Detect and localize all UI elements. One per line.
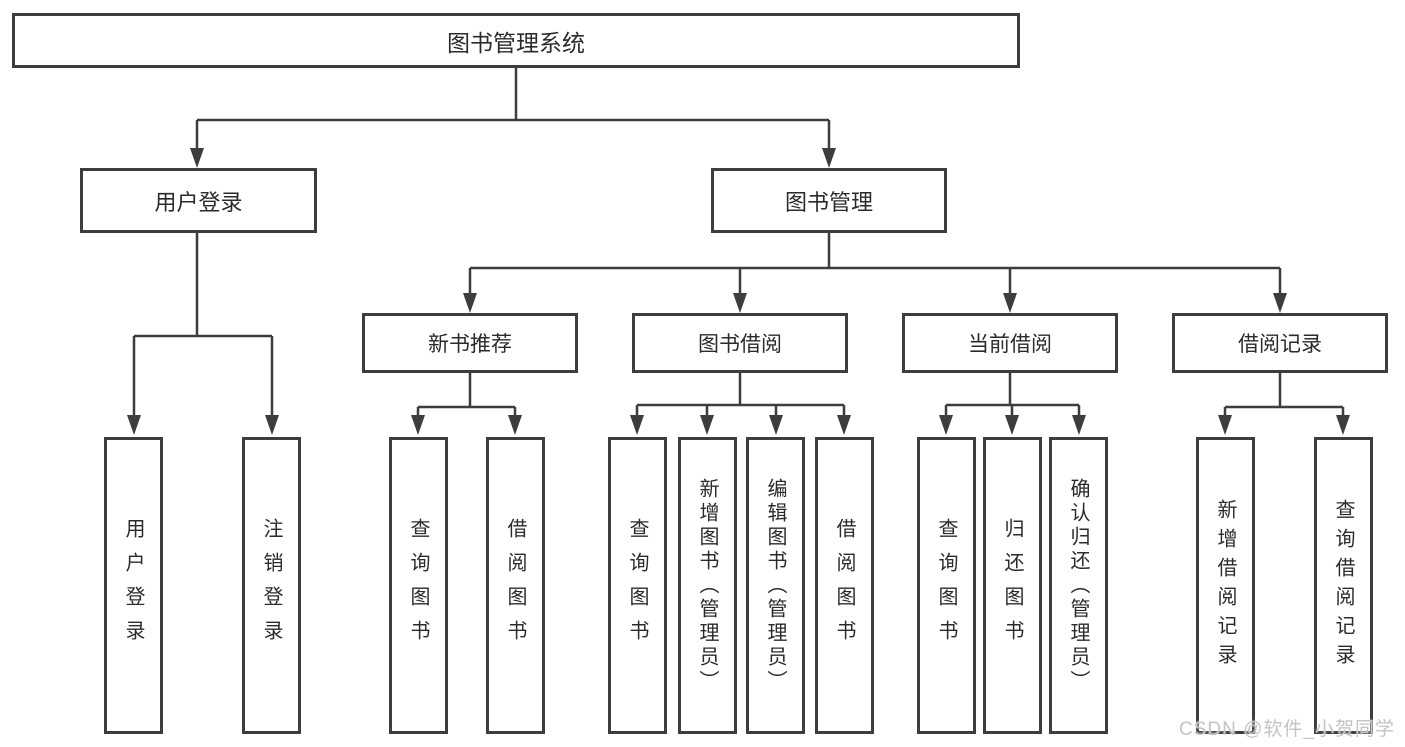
leaf-add-borrow-record: 新增借阅记录: [1196, 437, 1255, 734]
node-label: 图书管理系统: [447, 29, 585, 56]
node-label: 查询图书: [626, 517, 648, 654]
leaf-confirm-return-admin: 确认归还（管理员）: [1049, 437, 1108, 734]
leaf-edit-books-admin: 编辑图书（管理员）: [746, 437, 805, 734]
node-label: 确认归还（管理员）: [1067, 477, 1089, 694]
node-label: 借阅图书: [504, 517, 526, 654]
csdn-watermark: CSDN @软件_小贺同学: [1179, 719, 1395, 740]
node-label: 新增图书（管理员）: [696, 477, 718, 694]
leaf-user-login: 用户登录: [104, 437, 163, 734]
leaf-borrow-books: 借阅图书: [815, 437, 874, 734]
node-user-login: 用户登录: [80, 168, 317, 233]
node-label: 借阅记录: [1238, 333, 1322, 356]
node-book-management: 图书管理: [711, 168, 947, 233]
node-label: 用户登录: [122, 517, 144, 654]
node-new-book-recommend: 新书推荐: [362, 313, 578, 373]
node-label: 图书管理: [784, 189, 873, 215]
node-book-borrowing: 图书借阅: [632, 313, 848, 373]
node-borrowing-records: 借阅记录: [1172, 313, 1388, 373]
node-label: 新书推荐: [428, 333, 512, 356]
leaf-logout: 注销登录: [242, 437, 301, 734]
leaf-query-books: 查询图书: [608, 437, 667, 734]
node-label: 编辑图书（管理员）: [764, 477, 786, 694]
leaf-query-books: 查询图书: [917, 437, 976, 734]
node-root-system: 图书管理系统: [12, 13, 1020, 68]
node-label: 查询借阅记录: [1332, 498, 1354, 673]
leaf-borrow-books: 借阅图书: [486, 437, 545, 734]
node-label: 借阅图书: [833, 517, 855, 654]
arrowheads: [127, 148, 1350, 435]
node-label: 新增借阅记录: [1214, 498, 1236, 673]
leaf-return-books: 归还图书: [983, 437, 1042, 734]
node-label: 查询图书: [935, 517, 957, 654]
leaf-query-books: 查询图书: [389, 437, 448, 734]
node-label: 归还图书: [1001, 517, 1023, 654]
node-current-borrowing: 当前借阅: [902, 313, 1118, 373]
node-label: 注销登录: [260, 517, 282, 654]
node-label: 查询图书: [407, 517, 429, 654]
leaf-add-books-admin: 新增图书（管理员）: [678, 437, 737, 734]
leaf-query-borrow-record: 查询借阅记录: [1314, 437, 1373, 734]
node-label: 图书借阅: [698, 333, 782, 356]
node-label: 当前借阅: [968, 333, 1052, 356]
node-label: 用户登录: [154, 189, 243, 215]
